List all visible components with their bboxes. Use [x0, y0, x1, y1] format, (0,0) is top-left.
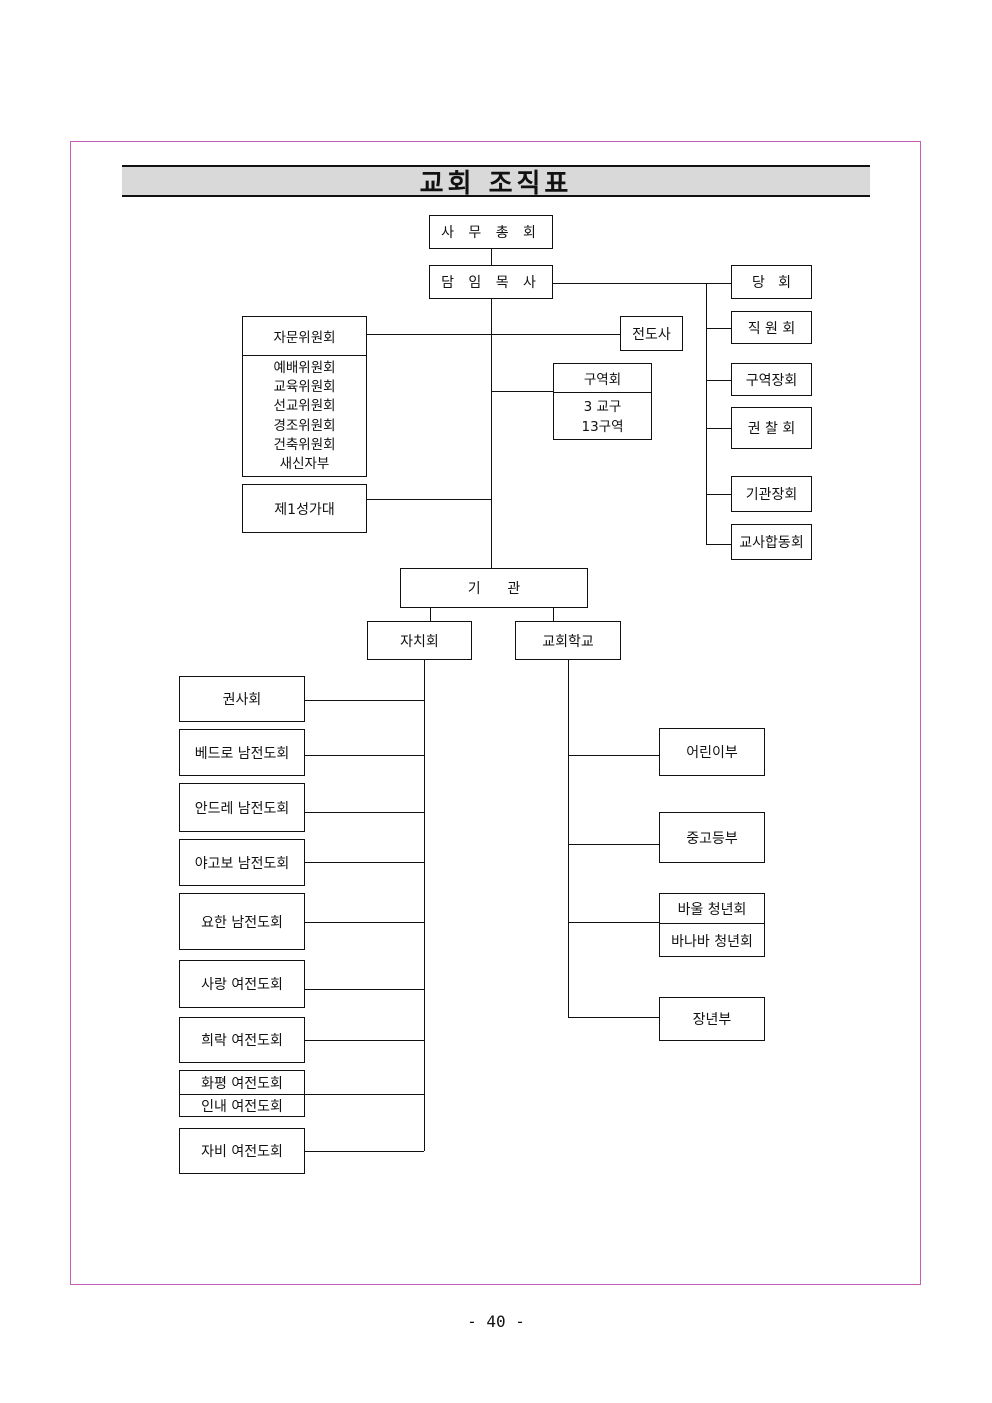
- connector: [304, 862, 424, 863]
- self-gov-item: 야고보 남전도회: [179, 839, 305, 886]
- advisory-item: 경조위원회: [273, 417, 336, 434]
- advisory-committee-list: 예배위원회 교육위원회 선교위원회 경조위원회 건축위원회 새신자부: [243, 356, 366, 477]
- connector: [304, 1151, 424, 1152]
- general-assembly-box: 사 무 총 회: [429, 215, 553, 249]
- connector: [430, 607, 431, 621]
- connector: [304, 1094, 424, 1095]
- chart-title-bar: 교회 조직표: [122, 165, 870, 199]
- page-number: - 40 -: [467, 1312, 525, 1331]
- self-gov-item: 요한 남전도회: [179, 893, 305, 950]
- district-leaders-box: 구역장회: [731, 363, 812, 396]
- self-gov-item: 희락 여전도회: [179, 1017, 305, 1063]
- connector: [706, 328, 731, 329]
- exhorters-box: 권 찰 회: [731, 407, 812, 449]
- self-gov-item: 자비 여전도회: [179, 1128, 305, 1174]
- connector: [491, 298, 492, 568]
- district-meeting: 구역회 3 교구 13구역: [553, 363, 652, 440]
- evangelist-box: 전도사: [620, 316, 683, 351]
- connector: [366, 499, 491, 500]
- session-box: 당 회: [731, 265, 812, 299]
- connector: [304, 989, 424, 990]
- advisory-committee: 자문위원회 예배위원회 교육위원회 선교위원회 경조위원회 건축위원회 새신자부: [242, 316, 367, 477]
- connector: [553, 283, 731, 284]
- advisory-item: 예배위원회: [273, 359, 336, 376]
- self-gov-item: 안드레 남전도회: [179, 783, 305, 832]
- connector: [491, 391, 553, 392]
- school-item: 장년부: [659, 997, 765, 1041]
- district-meeting-lines: 3 교구 13구역: [554, 393, 651, 440]
- connector: [424, 659, 425, 1151]
- advisory-item: 새신자부: [279, 456, 330, 473]
- district-meeting-head: 구역회: [554, 364, 651, 393]
- connector: [568, 1017, 659, 1018]
- senior-pastor-box: 담 임 목 사: [429, 265, 553, 299]
- organizations-box: 기 관: [400, 568, 588, 608]
- advisory-item: 교육위원회: [273, 378, 336, 395]
- advisory-item: 선교위원회: [273, 398, 336, 415]
- self-gov-box: 자치회: [367, 621, 472, 660]
- connector: [568, 755, 659, 756]
- church-school-box: 교회학교: [515, 621, 621, 660]
- connector: [706, 544, 731, 545]
- connector: [304, 1040, 424, 1041]
- connector: [568, 844, 659, 845]
- connector: [568, 659, 569, 1017]
- self-gov-split-item: 화평 여전도회 인내 여전도회: [179, 1070, 305, 1117]
- self-gov-item: 베드로 남전도회: [179, 729, 305, 776]
- connector: [304, 812, 424, 813]
- school-item: 바울 청년회: [660, 894, 764, 924]
- connector: [491, 248, 492, 265]
- self-gov-item: 화평 여전도회: [180, 1071, 304, 1095]
- connector: [304, 700, 424, 701]
- page-frame: [70, 141, 921, 1285]
- connector: [304, 755, 424, 756]
- self-gov-item: 권사회: [179, 676, 305, 722]
- self-gov-item: 사랑 여전도회: [179, 960, 305, 1008]
- teachers-box: 교사합동회: [731, 524, 812, 560]
- chart-title: 교회 조직표: [419, 168, 573, 199]
- choir-box: 제1성가대: [242, 484, 367, 533]
- connector: [706, 494, 731, 495]
- district-line: 13구역: [581, 418, 624, 435]
- connector: [553, 607, 554, 621]
- org-leaders-box: 기관장회: [731, 476, 812, 512]
- connector: [366, 334, 620, 335]
- connector: [304, 922, 424, 923]
- connector: [706, 428, 731, 429]
- school-item: 어린이부: [659, 728, 765, 776]
- connector: [568, 922, 659, 923]
- school-split-item: 바울 청년회 바나바 청년회: [659, 893, 765, 957]
- school-item: 중고등부: [659, 812, 765, 863]
- school-item: 바나바 청년회: [671, 933, 753, 950]
- advisory-committee-head: 자문위원회: [243, 317, 366, 356]
- district-line: 3 교구: [583, 398, 622, 415]
- staff-box: 직 원 회: [731, 311, 812, 344]
- connector: [706, 283, 707, 545]
- self-gov-item: 인내 여전도회: [201, 1099, 283, 1115]
- connector: [706, 380, 731, 381]
- advisory-item: 건축위원회: [273, 436, 336, 453]
